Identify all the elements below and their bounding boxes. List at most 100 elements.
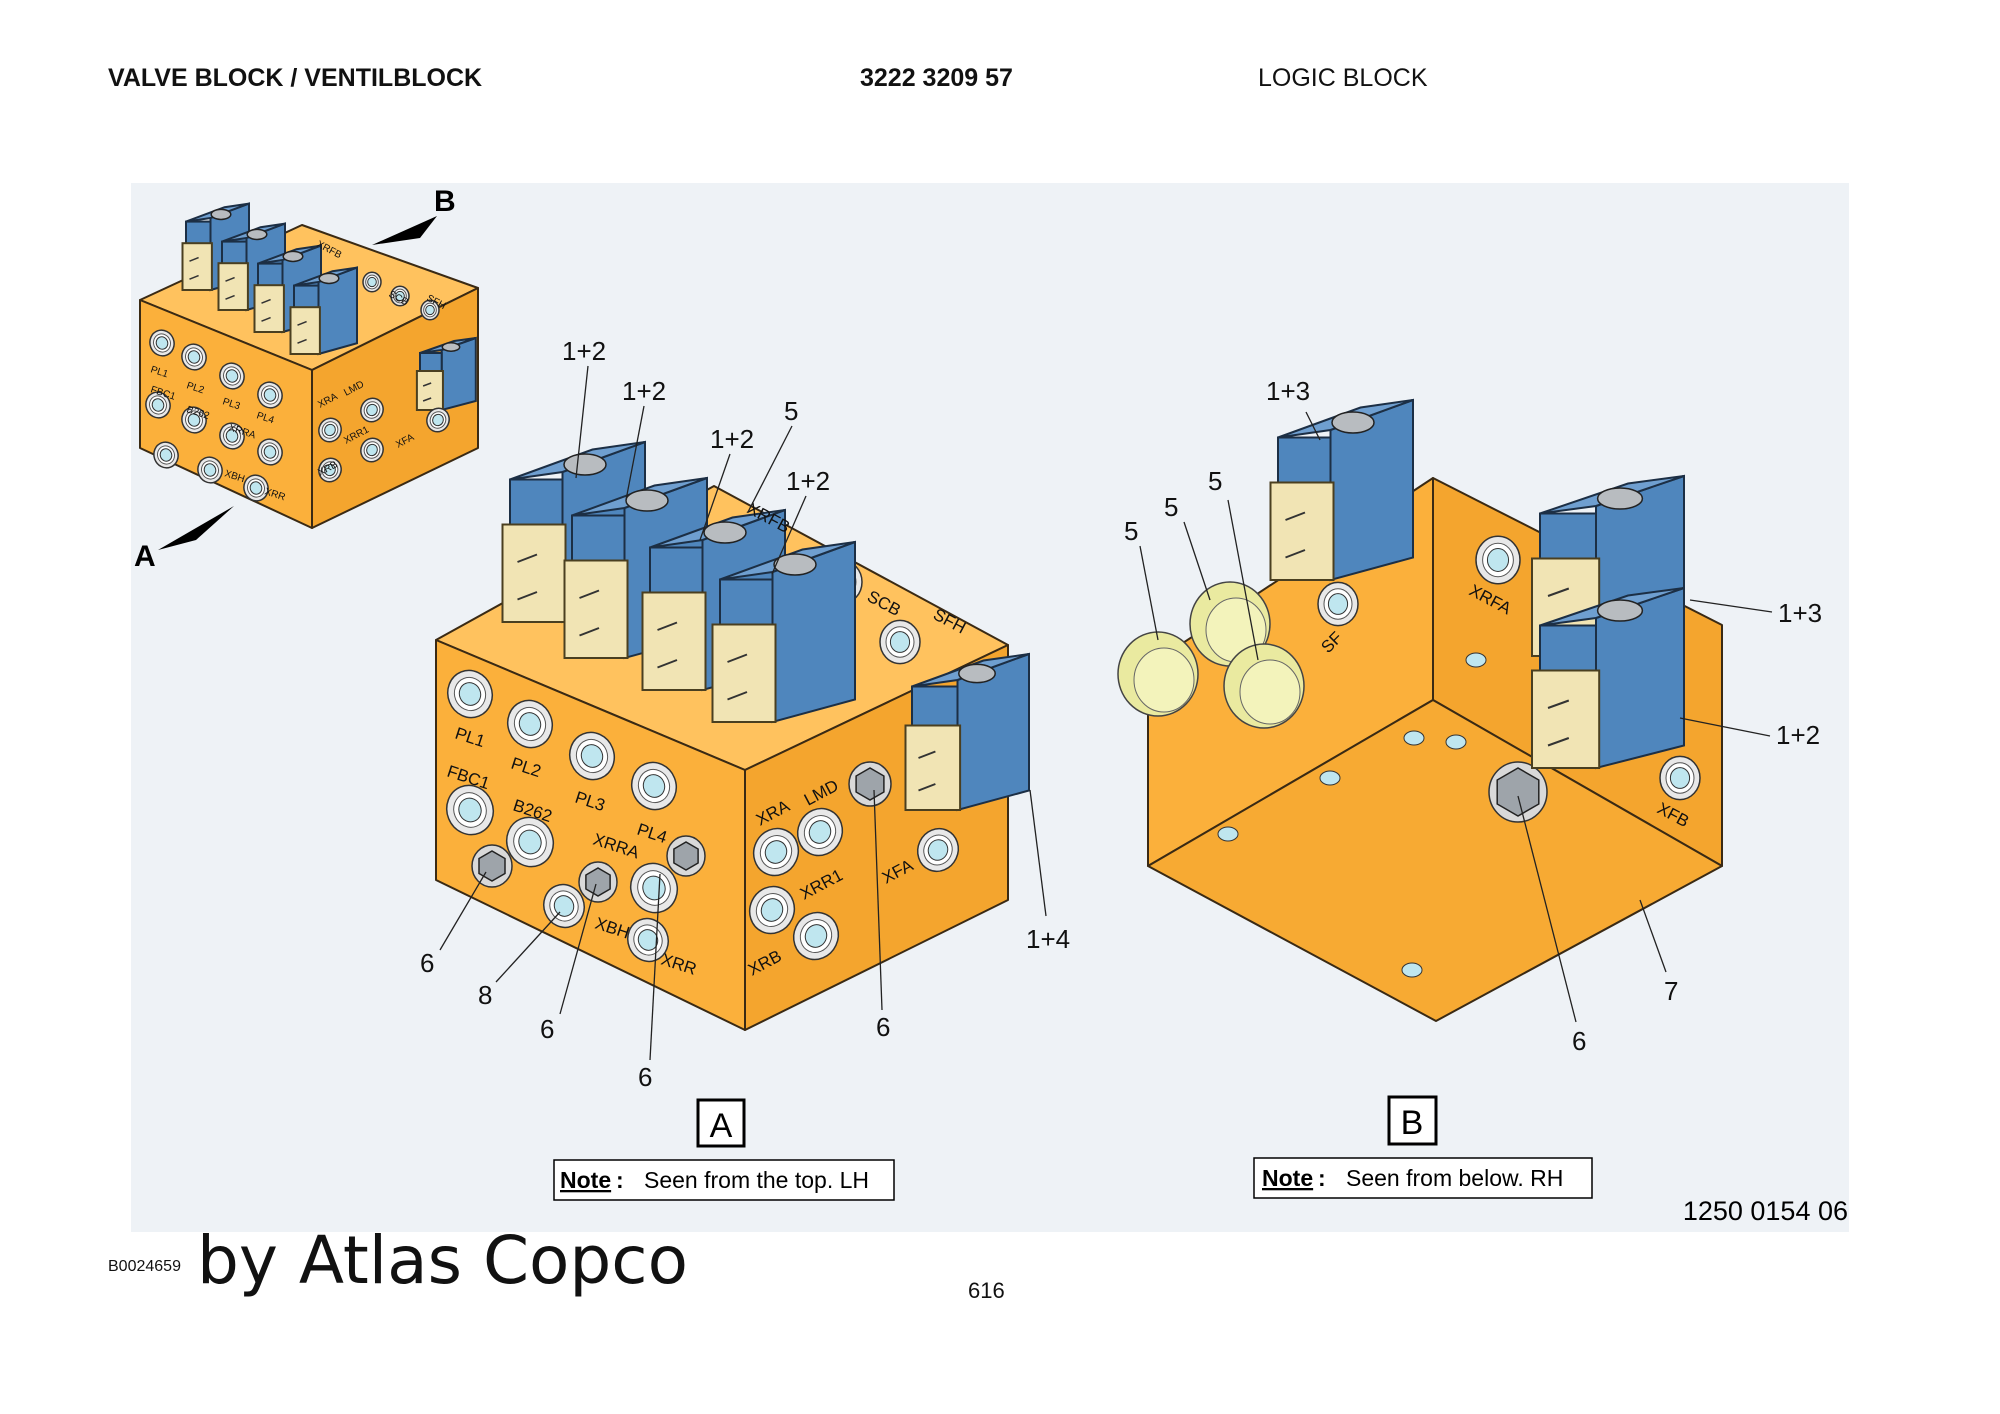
- view-b-hole-0: [1403, 730, 1425, 746]
- view-a-side-port-1-bore: [808, 820, 832, 844]
- view-a-coil-3-pin-a: [727, 653, 748, 663]
- view-a-callout-2: 1+2: [710, 424, 754, 454]
- overview-block: PL1PL2PL3PL4FBC1B262XRRAXBHXRRXRALMDXRR1…: [134, 185, 479, 573]
- overview-side-port-2-bore: [324, 463, 336, 477]
- view-b-callout-2-leader: [1183, 521, 1211, 601]
- view-a-port-pl-1-bore: [518, 712, 542, 736]
- arrow-a: [158, 506, 234, 550]
- overview-side-coil-nut: [441, 342, 461, 352]
- view-a-note-text: Seen from the top. LH: [644, 1167, 869, 1193]
- overview-top-port-1-bore: [395, 290, 405, 302]
- overview-side-coil-pin-b: [422, 397, 432, 402]
- view-a-letter-box: [696, 1098, 746, 1148]
- part-number: 3222 3209 57: [860, 64, 1013, 92]
- view-b-callout-1-leader: [1139, 545, 1159, 641]
- view-b-coil-lower-connector: [1531, 669, 1601, 769]
- view-b-bottom-plug: [1496, 767, 1540, 817]
- overview-side-port-3-bore: [366, 443, 378, 457]
- view-a-coil-0-connector: [501, 523, 567, 623]
- view-b-note-label: Note: [1262, 1165, 1313, 1191]
- view-a-callout-8-leader: [559, 883, 597, 1015]
- view-a-callout-7-leader: [495, 911, 561, 983]
- view-b-plug-cap-2: [1239, 659, 1301, 725]
- view-a-callout-4: 5: [784, 396, 798, 426]
- view-a-coil-1-pin-a: [579, 589, 600, 599]
- view-a-coil-3-pin-b: [727, 691, 748, 701]
- overview-coil-3-pin-b: [297, 338, 307, 344]
- view-a-port-pl-2-bore: [580, 744, 604, 768]
- overview-port-label-2: PL3: [221, 396, 242, 412]
- overview-side-port-0-bore: [324, 423, 336, 437]
- view-a-callout-1: 1+2: [622, 376, 666, 406]
- view-a-callout-3: 1+2: [786, 466, 830, 496]
- view-b-bottom-face: [1147, 699, 1723, 1022]
- view-a-coil-1-pin-b: [579, 627, 600, 637]
- view-b-callout-6-leader: [1639, 899, 1667, 973]
- view-b-callout-1: 5: [1124, 516, 1138, 546]
- overview-port-2-bore: [225, 369, 239, 383]
- view-a-side-port-3-bore: [804, 924, 828, 948]
- view-a-note-colon: :: [616, 1167, 624, 1193]
- overview-coil-2-pin-a: [261, 298, 271, 304]
- view-b-coil-lower-pin-a: [1547, 699, 1570, 709]
- view-a-side-coil-pin-b: [918, 783, 936, 792]
- view-a-callout-5: 1+4: [1026, 924, 1070, 954]
- overview-port-3-bore: [263, 388, 277, 402]
- overview-coil-2-nut: [282, 250, 304, 263]
- view-a-callout-10-leader: [873, 789, 883, 1011]
- view-b-hole-5: [1465, 652, 1487, 668]
- view-a-callout-1-leader: [625, 405, 645, 501]
- view-b-callout-2: 5: [1164, 492, 1178, 522]
- overview-port-8-bore: [159, 448, 173, 462]
- overview-port-label-0: PL1: [149, 364, 170, 380]
- view-b-callout-4-leader: [1689, 599, 1773, 613]
- page-number: 616: [968, 1278, 1005, 1303]
- view-a-side-port-xfa-bore: [927, 839, 949, 861]
- view-a-coil-0-pin-a: [517, 553, 538, 563]
- overview-coil-0-nut: [210, 208, 232, 221]
- view-b-note-colon: :: [1318, 1165, 1326, 1191]
- view-a-side-port-0-bore: [764, 840, 788, 864]
- view-b-coil-lower-pin-b: [1547, 737, 1570, 747]
- view-b-letter-box: [1387, 1095, 1438, 1146]
- view-a-callout-6-leader: [439, 871, 487, 951]
- arrow-b: [372, 216, 437, 245]
- overview-top-port-0-bore: [367, 276, 377, 288]
- view-a-plug-1: [585, 867, 611, 897]
- overview-coil-3-pin-a: [297, 320, 307, 326]
- view-a-port-mid-1-bore: [518, 829, 542, 855]
- overview-coil-1-pin-b: [225, 294, 235, 300]
- overview-coil-1-pin-a: [225, 276, 235, 282]
- view-a-callout-7: 8: [478, 980, 492, 1010]
- view-b-letter: B: [1401, 1104, 1424, 1142]
- overview-side-coil-pin-a: [422, 382, 432, 387]
- view-b-hole-2: [1319, 770, 1341, 786]
- overview-coil-3-connector: [289, 306, 321, 356]
- overview-port-10-bore: [249, 481, 263, 495]
- view-a-side-coil-connector: [904, 724, 962, 811]
- view-b-hole-3: [1217, 826, 1239, 842]
- overview-side-port-4-bore: [432, 413, 444, 427]
- view-a-coil-3-nut: [773, 553, 817, 576]
- overview-port-4-bore: [151, 398, 165, 412]
- overview-port-6-bore: [225, 429, 239, 443]
- view-b-hole-4: [1401, 962, 1423, 978]
- view-a-port-low-0-bore: [553, 895, 575, 917]
- view-a-letter: A: [710, 1107, 733, 1145]
- view-a-plug-2: [673, 841, 699, 871]
- view-a-coil-2-pin-b: [657, 659, 678, 669]
- view-b-coil-lower-nut: [1596, 599, 1644, 622]
- overview-port-label-3: PL4: [255, 410, 276, 426]
- page-title: VALVE BLOCK / VENTILBLOCK: [108, 64, 483, 92]
- view-a-callout-9: 6: [638, 1062, 652, 1092]
- view-b-hole-1: [1445, 734, 1467, 750]
- view-a-coil-2-nut: [703, 521, 747, 544]
- view-b-coil-top-nut: [1331, 411, 1375, 434]
- overview-coil-0-pin-a: [189, 256, 199, 262]
- view-a-callout-9-leader: [649, 873, 661, 1061]
- view-a-callout-8: 6: [540, 1014, 554, 1044]
- view-a-callout-6: 6: [420, 948, 434, 978]
- view-a-callout-10: 6: [876, 1012, 890, 1042]
- footer-code: B0024659: [108, 1258, 181, 1275]
- view-b-coil-upper-pin-a: [1547, 587, 1570, 597]
